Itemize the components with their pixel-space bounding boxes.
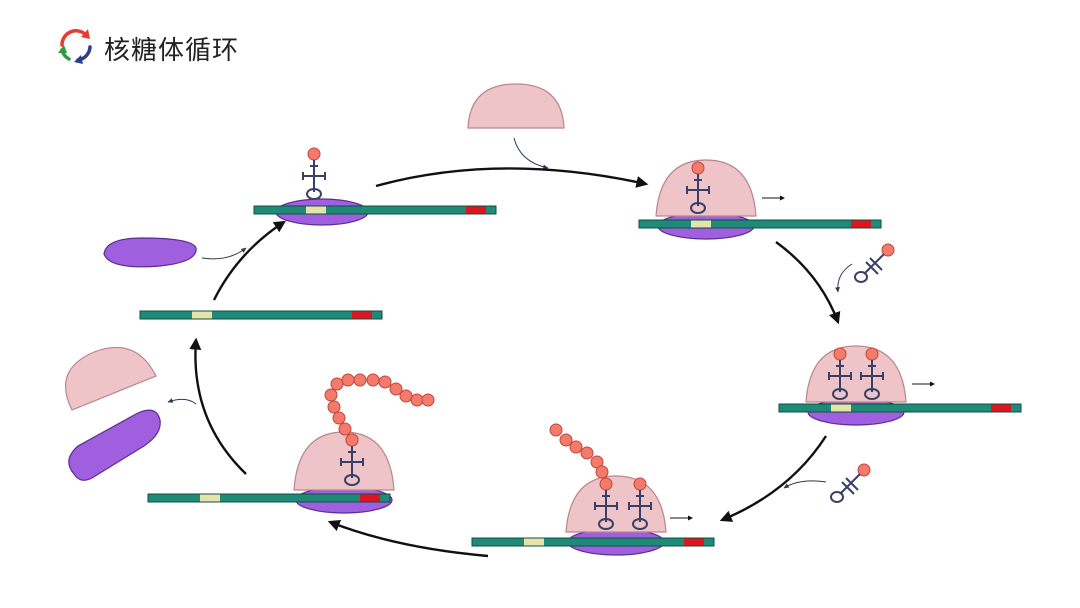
large-subunit — [655, 159, 757, 217]
free-mrna-strand — [139, 310, 383, 320]
cycle-arrow-right-lower — [719, 435, 828, 522]
charged-trna — [830, 463, 871, 503]
large-subunit — [805, 345, 907, 403]
trna-entry-arrow — [835, 263, 853, 293]
released-small-subunit — [68, 409, 161, 481]
mrna-strand — [147, 493, 391, 503]
cycle-arrow-bottom — [327, 519, 489, 558]
released-large-subunit — [64, 346, 157, 411]
mrna-strand — [638, 219, 882, 229]
stage-trna-delivery — [778, 243, 1022, 426]
release-arrow — [167, 398, 197, 405]
mrna-strand — [778, 403, 1022, 413]
cycle-arrow-top — [375, 167, 649, 188]
stage-subunit-release — [64, 237, 383, 481]
mrna-strand — [471, 537, 715, 547]
free-small-subunit — [103, 237, 197, 268]
mrna-strand — [253, 205, 497, 215]
cycle-arrows — [189, 167, 841, 558]
joining-arrow — [513, 137, 549, 170]
large-subunit-free — [467, 83, 565, 129]
binding-arrow — [201, 247, 247, 260]
cycle-arrow-right-upper — [775, 241, 841, 325]
stage-termination — [147, 373, 435, 514]
polypeptide-chain — [549, 423, 609, 479]
cycle-arrow-left-upper — [212, 220, 287, 301]
cycle-arrow-left-lower — [189, 337, 247, 475]
charged-trna — [854, 243, 895, 283]
title-bar: 核糖体循环 — [56, 28, 239, 68]
page-title: 核糖体循环 — [104, 35, 240, 66]
cycle-arrows-icon — [56, 26, 96, 70]
trna-entry-arrow — [783, 480, 827, 489]
stage-elongation — [471, 423, 871, 556]
stage-initiation — [253, 147, 497, 226]
polypeptide-chain — [324, 373, 435, 447]
initiator-trna — [302, 147, 326, 200]
stage-large-subunit-joining — [467, 83, 882, 240]
